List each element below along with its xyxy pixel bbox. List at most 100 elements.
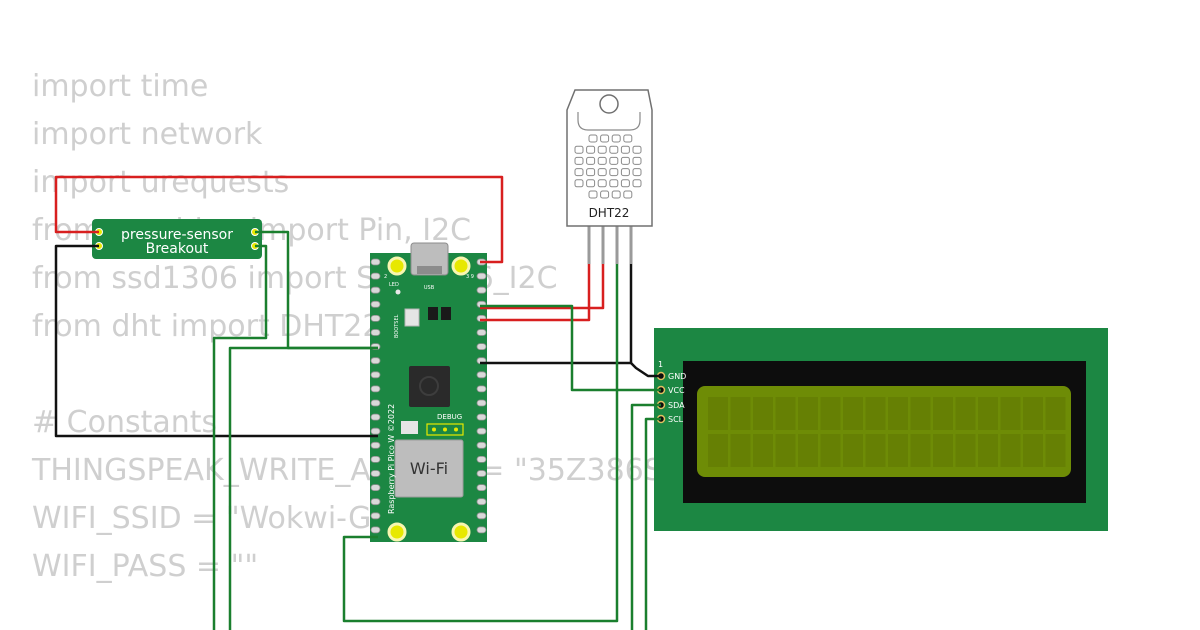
- lcd-pin-gnd[interactable]: GND: [656, 371, 687, 381]
- wifi-module: [394, 439, 464, 498]
- bootsel-label: BOOTSEL: [394, 314, 400, 338]
- lcd-display[interactable]: 1 GND VCC SDA SCL: [654, 328, 1108, 531]
- pico-pin: [476, 286, 487, 294]
- bootsel-button[interactable]: [404, 308, 420, 327]
- pico-pin: [476, 427, 487, 435]
- dht22-vent-slot: [574, 145, 584, 154]
- pico-pin: [476, 470, 487, 477]
- dht22-vent-frame: [577, 112, 641, 131]
- pico-pin: [370, 314, 381, 322]
- wire-red[interactable]: [54, 175, 504, 264]
- lcd-char-cell: [955, 434, 976, 467]
- pico-pin: [476, 484, 487, 492]
- lcd-char-cell: [865, 434, 886, 467]
- pico-pin: [370, 385, 381, 393]
- wire-red[interactable]: [480, 264, 591, 322]
- pico-pin: [370, 470, 381, 477]
- pico-pin: [370, 441, 381, 449]
- pico-w-board[interactable]: USB LED 2 3 9 BOOTSEL DEBUG Wi-Fi Raspbe…: [370, 242, 487, 542]
- debug-label: DEBUG: [437, 413, 462, 421]
- lcd-char-cell: [753, 397, 773, 430]
- pin1-label: 2: [384, 274, 387, 280]
- wire-black[interactable]: [630, 362, 661, 378]
- dht22-vent-slot: [611, 134, 621, 143]
- lcd-pin-scl[interactable]: SCL: [656, 414, 684, 424]
- pico-pin: [370, 258, 381, 266]
- dht22-vent-slot: [620, 179, 630, 188]
- smd-component: [428, 307, 438, 320]
- pico-pin: [370, 286, 381, 294]
- usb-label: USB: [424, 285, 435, 291]
- wire-black[interactable]: [480, 264, 633, 365]
- lcd-pin-number-label: 1: [658, 360, 663, 369]
- pico-pin: [476, 526, 487, 534]
- wire-red[interactable]: [480, 264, 605, 310]
- dht22-vent-slot: [609, 156, 619, 165]
- board-name-label: Raspberry Pi Pico W ©2022: [387, 404, 396, 514]
- dht22-vent-slot: [586, 179, 596, 188]
- dht22-vent-slot: [586, 156, 596, 165]
- pico-pin: [370, 329, 381, 336]
- breakout-subtitle: Breakout: [146, 241, 209, 257]
- pico-pin: [370, 371, 381, 379]
- wire-green[interactable]: [212, 244, 268, 630]
- dht22-vent-slot: [574, 168, 584, 177]
- dht22-vent-slot: [597, 156, 607, 165]
- lcd-char-cell: [843, 434, 863, 467]
- dht22-vent-slot: [620, 168, 630, 177]
- lcd-char-cell: [910, 397, 931, 430]
- lcd-pin-label: SDA: [668, 401, 685, 410]
- pico-pin: [476, 371, 487, 379]
- wire-green[interactable]: [255, 230, 378, 350]
- code-line: import time: [32, 69, 209, 104]
- dht22-vent-slot: [609, 145, 619, 154]
- lcd-char-cell: [820, 397, 841, 430]
- dht22-vent-slot: [600, 190, 610, 199]
- dht22-vent-slot: [609, 168, 619, 177]
- lcd-char-cell: [933, 397, 953, 430]
- lcd-pin-label: SCL: [668, 415, 684, 424]
- pico-mount-hole: [387, 256, 407, 276]
- dht22-vent-slot: [623, 190, 633, 199]
- wire-green[interactable]: [630, 403, 661, 630]
- dht22-vent-slot: [597, 179, 607, 188]
- lcd-pin-label: VCC: [668, 386, 685, 395]
- wire-black[interactable]: [54, 244, 378, 438]
- breakout-pcb: [92, 219, 262, 259]
- breakout-title: pressure-sensor: [121, 227, 233, 243]
- pico-pin: [476, 413, 487, 421]
- dht22-vent-slot: [586, 145, 596, 154]
- lcd-char-cell: [775, 397, 796, 430]
- lcd-character-cells: [708, 397, 1066, 467]
- dht22-sensor[interactable]: DHT22: [566, 89, 653, 264]
- dht22-vent-slot: [623, 134, 633, 143]
- dht22-vent-slot: [632, 145, 642, 154]
- lcd-char-cell: [865, 397, 886, 430]
- pressure-sensor-breakout[interactable]: pressure-sensor Breakout: [92, 219, 262, 259]
- pico-pin: [370, 399, 381, 407]
- dht22-vent-slot: [632, 168, 642, 177]
- pico-pin: [476, 455, 487, 463]
- lcd-char-cell: [730, 397, 751, 430]
- dht22-mount-hole: [599, 94, 619, 114]
- lcd-char-cell: [820, 434, 841, 467]
- pico-mount-hole: [451, 256, 471, 276]
- dht22-vent-slot: [588, 134, 598, 143]
- dht22-vent-slot: [586, 168, 596, 177]
- wire-green[interactable]: [480, 304, 661, 392]
- lcd-char-cell: [978, 397, 998, 430]
- wire-green[interactable]: [342, 264, 619, 623]
- lcd-pin-sda[interactable]: SDA: [656, 400, 686, 410]
- wire-green[interactable]: [644, 417, 661, 630]
- wire-green[interactable]: [228, 346, 378, 630]
- dht22-vent-slot: [597, 145, 607, 154]
- dht22-vent-slot: [632, 156, 642, 165]
- dht22-vent-slot: [597, 168, 607, 177]
- lcd-pin-vcc[interactable]: VCC: [656, 385, 686, 395]
- dht22-label: DHT22: [589, 206, 630, 220]
- dht22-vent-grid: [574, 134, 642, 199]
- wires: [54, 175, 661, 630]
- dht22-vent-slot: [600, 134, 610, 143]
- lcd-char-cell: [933, 434, 953, 467]
